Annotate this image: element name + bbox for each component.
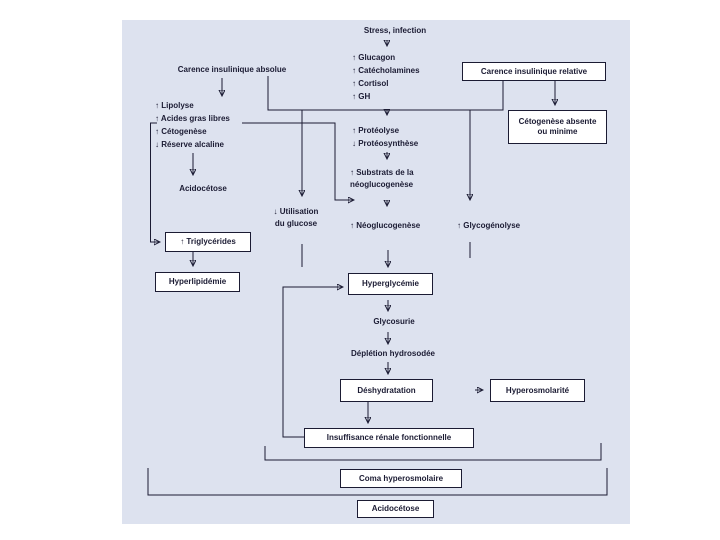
node-cetogenese-absente: Cétogenèse absente ou minime (508, 110, 607, 144)
node-depletion-hydrosodee: Déplétion hydrosodée (350, 349, 435, 358)
item-acides-gras-libres: ↑ Acides gras libres (155, 114, 230, 123)
cetogenese-absente-line1: Cétogenèse absente (518, 117, 597, 126)
utilisation-line1: ↓ Utilisation (273, 207, 319, 216)
item-cetogenese: ↑ Cétogenèse (155, 127, 207, 136)
node-substrats-neoglucogenese: ↑ Substrats de la néoglucogenèse (350, 167, 414, 191)
node-hyperosmolarite: Hyperosmolarité (490, 379, 585, 402)
node-triglycerides: ↑ Triglycérides (165, 232, 251, 252)
hormone-gh: ↑ GH (352, 92, 371, 101)
item-lipolyse: ↑ Lipolyse (155, 101, 194, 110)
node-insuffisance-renale: Insuffisance rénale fonctionnelle (304, 428, 474, 448)
hormone-catecholamines: ↑ Catécholamines (352, 66, 420, 75)
node-carence-insulinique-relative: Carence insulinique relative (462, 62, 606, 81)
hormone-glucagon: ↑ Glucagon (352, 53, 396, 62)
cetogenese-absente-line2: ou minime (537, 127, 578, 136)
node-hyperlipidemie: Hyperlipidémie (155, 272, 240, 292)
item-reserve-alcaline: ↓ Réserve alcaline (155, 140, 224, 149)
node-utilisation-glucose: ↓ Utilisation du glucose (258, 206, 334, 230)
node-glycogenolyse: ↑ Glycogénolyse (457, 221, 521, 230)
node-hyperglycemie: Hyperglycémie (348, 273, 433, 295)
node-stress-infection: Stress, infection (363, 26, 427, 35)
node-proteolyse-list: ↑ Protéolyse ↓ Protéosynthèse (352, 125, 418, 150)
substrats-line2: néoglucogenèse (350, 180, 414, 189)
hormone-cortisol: ↑ Cortisol (352, 79, 389, 88)
substrats-line1: ↑ Substrats de la (350, 168, 414, 177)
node-coma-hyperosmolaire: Coma hyperosmolaire (340, 469, 462, 488)
node-glycosurie: Glycosurie (373, 317, 415, 326)
node-acidocetose-left: Acidocétose (179, 184, 227, 193)
node-deshydratation: Déshydratation (340, 379, 433, 402)
node-neoglucogenese: ↑ Néoglucogenèse (350, 221, 421, 230)
item-proteosynthese: ↓ Protéosynthèse (352, 138, 419, 148)
item-proteolyse: ↑ Protéolyse (352, 126, 400, 135)
node-lipolyse-list: ↑ Lipolyse ↑ Acides gras libres ↑ Cétoge… (155, 100, 230, 152)
utilisation-line2: du glucose (274, 219, 318, 228)
node-acidocetose-bottom: Acidocétose (357, 500, 434, 518)
node-hormones-list: ↑ Glucagon ↑ Catécholamines ↑ Cortisol ↑… (352, 52, 420, 104)
node-carence-insulinique-absolue: Carence insulinique absolue (177, 65, 287, 74)
